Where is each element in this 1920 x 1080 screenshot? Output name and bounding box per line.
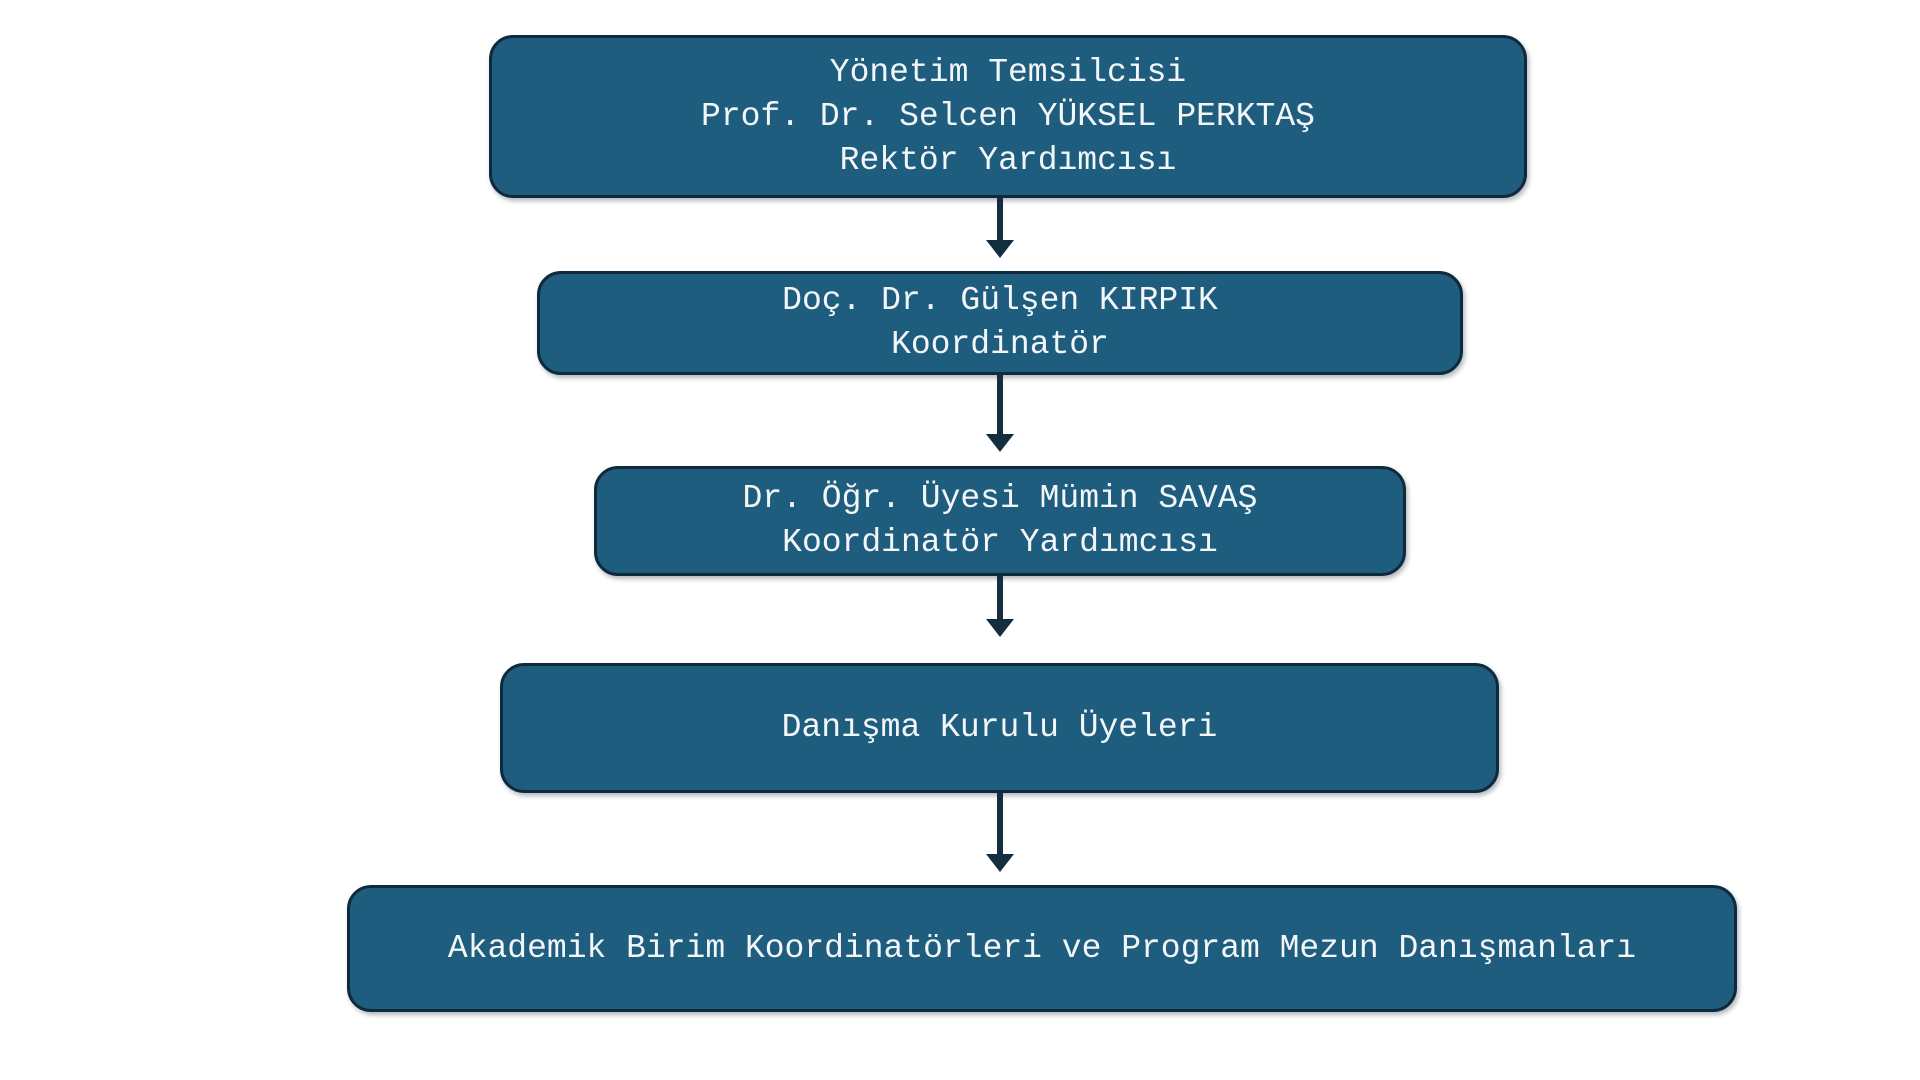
arrow-shaft <box>997 793 1003 854</box>
org-node-yonetim-temsilcisi: Yönetim Temsilcisi Prof. Dr. Selcen YÜKS… <box>489 35 1527 198</box>
org-node-koordinator: Doç. Dr. Gülşen KIRPIK Koordinatör <box>537 271 1463 375</box>
node-text-line: Koordinatör Yardımcısı <box>782 524 1218 561</box>
node-text-line: Yönetim Temsilcisi <box>829 53 1187 91</box>
node-text-line: Danışma Kurulu Üyeleri <box>781 709 1218 746</box>
node-text-line: Rektör Yardımcısı <box>839 141 1177 179</box>
node-text-line: Akademik Birim Koordinatörleri ve Progra… <box>447 929 1637 967</box>
arrow-shaft <box>997 375 1003 434</box>
arrow-down-icon <box>986 198 1014 258</box>
node-text-line: Dr. Öğr. Üyesi Mümin SAVAŞ <box>742 480 1258 517</box>
arrow-down-icon <box>986 576 1014 637</box>
arrow-down-icon <box>986 793 1014 872</box>
node-text-line: Doç. Dr. Gülşen KIRPIK <box>782 282 1218 319</box>
arrow-down-icon <box>986 375 1014 452</box>
node-text-line: Koordinatör <box>891 326 1109 363</box>
org-node-danisma-kurulu: Danışma Kurulu Üyeleri <box>500 663 1499 793</box>
node-text-line: Prof. Dr. Selcen YÜKSEL PERKTAŞ <box>701 97 1315 135</box>
arrow-head <box>986 619 1014 637</box>
arrow-head <box>986 240 1014 258</box>
org-node-akademik-birim-koordinatorleri: Akademik Birim Koordinatörleri ve Progra… <box>347 885 1737 1012</box>
org-node-koordinator-yardimcisi: Dr. Öğr. Üyesi Mümin SAVAŞ Koordinatör Y… <box>594 466 1406 576</box>
arrow-head <box>986 434 1014 452</box>
arrow-shaft <box>997 576 1003 619</box>
arrow-head <box>986 854 1014 872</box>
arrow-shaft <box>997 198 1003 240</box>
